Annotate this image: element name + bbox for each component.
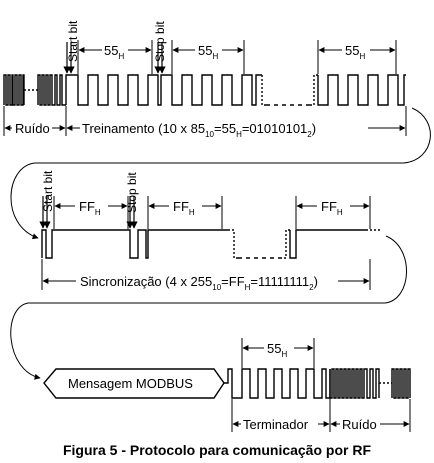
row2-sync-waveform-b bbox=[289, 229, 366, 259]
row1-start-bit-label: Start bit bbox=[66, 20, 80, 62]
row3-span-dimensions bbox=[231, 399, 411, 432]
row2-sync-waveform-a bbox=[41, 229, 228, 259]
row3-byte-label: 55H bbox=[267, 341, 287, 359]
row1-span-dimensions bbox=[3, 106, 407, 136]
row1-noise-waveform bbox=[3, 74, 25, 106]
figure-caption: Figura 5 - Protocolo para comunicação po… bbox=[63, 442, 371, 458]
row3-noise-waveform bbox=[329, 368, 380, 399]
connector-row2-row3 bbox=[10, 235, 407, 380]
row3-byte-dimensions bbox=[241, 338, 315, 368]
row3-signal bbox=[43, 368, 411, 399]
row3-terminator-waveform bbox=[224, 368, 331, 399]
row1-byte-dimensions bbox=[77, 40, 397, 74]
row1-byte-label-3: 55H bbox=[345, 43, 365, 61]
row1-stop-bit-label: Stop bit bbox=[153, 21, 167, 62]
row1-training-waveform-a bbox=[65, 74, 262, 106]
row2-start-bit-label: Start bit bbox=[41, 170, 55, 212]
row2-sync-label: Sincronização (4 x 25510=FFH=111111112) bbox=[80, 274, 318, 292]
row2-byte-label-3: FFH bbox=[321, 199, 343, 217]
row1-signal bbox=[3, 74, 406, 106]
row2-stop-bit-label: Stop bit bbox=[125, 172, 139, 213]
message-label: Mensagem MODBUS bbox=[68, 376, 193, 391]
row1-noise-label: Ruído bbox=[15, 121, 50, 136]
terminator-label: Terminador bbox=[243, 417, 309, 432]
row1-byte-label-1: 55H bbox=[104, 43, 124, 61]
row1-byte-label-2: 55H bbox=[198, 43, 218, 61]
row2-byte-label-2: FFH bbox=[173, 199, 195, 217]
row2-byte-label-1: FFH bbox=[79, 199, 101, 217]
row1-training-label: Treinamento (10 x 8510=55H=010101012) bbox=[82, 121, 316, 139]
connector-row1-row2 bbox=[10, 107, 431, 240]
row2-byte-dimensions bbox=[53, 196, 371, 229]
row1-bit-markers bbox=[63, 42, 166, 74]
row2-signal bbox=[41, 229, 380, 259]
row1-training-waveform-b bbox=[317, 74, 406, 106]
row3-noise-label: Ruído bbox=[342, 417, 377, 432]
row2-bit-markers bbox=[39, 196, 138, 229]
row2-span-dimensions bbox=[41, 259, 371, 290]
